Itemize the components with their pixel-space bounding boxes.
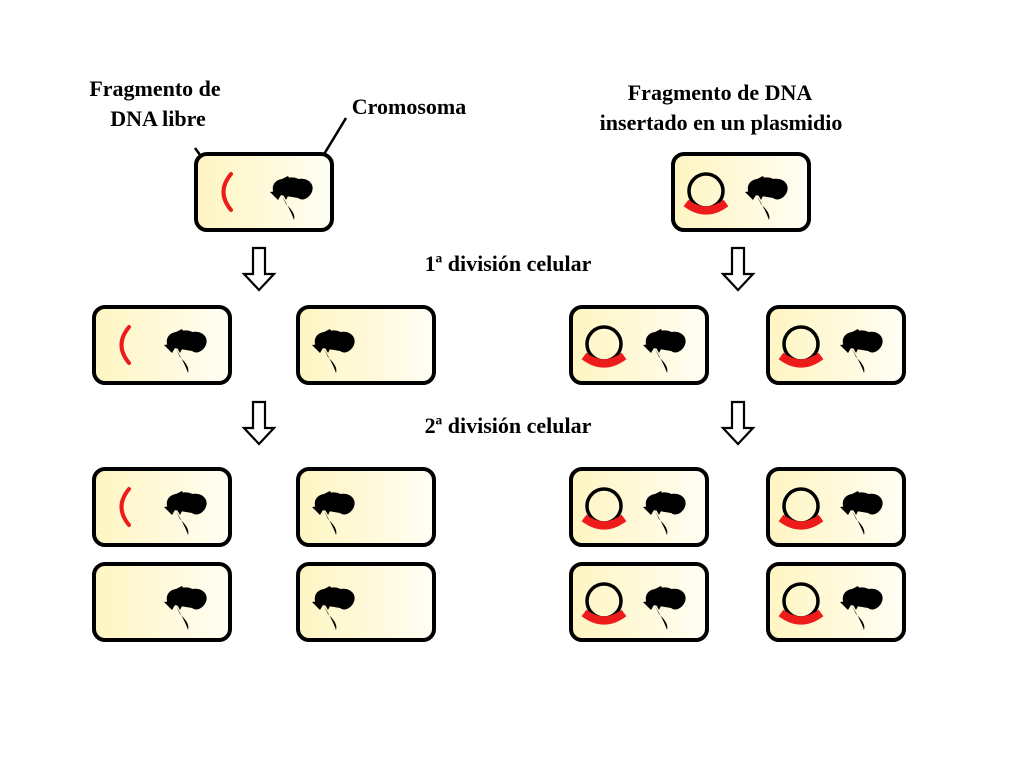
cell-icon (296, 467, 436, 547)
cell-icon (92, 305, 232, 385)
free-fragment-label-line1: Fragmento de (89, 76, 221, 101)
plasmid-icon (581, 325, 627, 368)
plasmid-icon (581, 487, 627, 530)
cell-icon (766, 305, 906, 385)
free-dna-fragment-icon (119, 487, 131, 527)
cell-icon (766, 562, 906, 642)
down-arrow-icon (241, 246, 277, 292)
cell-icon (92, 467, 232, 547)
plasmid-label-line2: insertado en un plasmidio (600, 110, 843, 135)
down-arrow-icon (720, 246, 756, 292)
down-arrow-icon (241, 400, 277, 446)
cell-icon (671, 152, 811, 232)
free-dna-fragment-icon (221, 172, 233, 212)
plasmid-icon (581, 582, 627, 625)
cell-icon (92, 562, 232, 642)
cell-icon (296, 562, 436, 642)
cell-icon (194, 152, 334, 232)
plasmid-icon (778, 487, 824, 530)
first-division-label: 1ª división celular (425, 251, 592, 276)
second-division-label: 2ª división celular (425, 413, 592, 438)
cell-icon (296, 305, 436, 385)
free-dna-fragment-icon (119, 325, 131, 365)
cell-icon (569, 562, 709, 642)
plasmid-icon (683, 172, 729, 215)
down-arrow-icon (720, 400, 756, 446)
chromosome-label: Cromosoma (352, 94, 466, 119)
cells-layer (92, 152, 906, 642)
cell-icon (569, 467, 709, 547)
cell-icon (766, 467, 906, 547)
plasmid-icon (778, 582, 824, 625)
plasmid-label-line1: Fragmento de DNA (628, 80, 813, 105)
plasmid-icon (778, 325, 824, 368)
free-fragment-label-line2: DNA libre (110, 106, 206, 131)
cell-icon (569, 305, 709, 385)
